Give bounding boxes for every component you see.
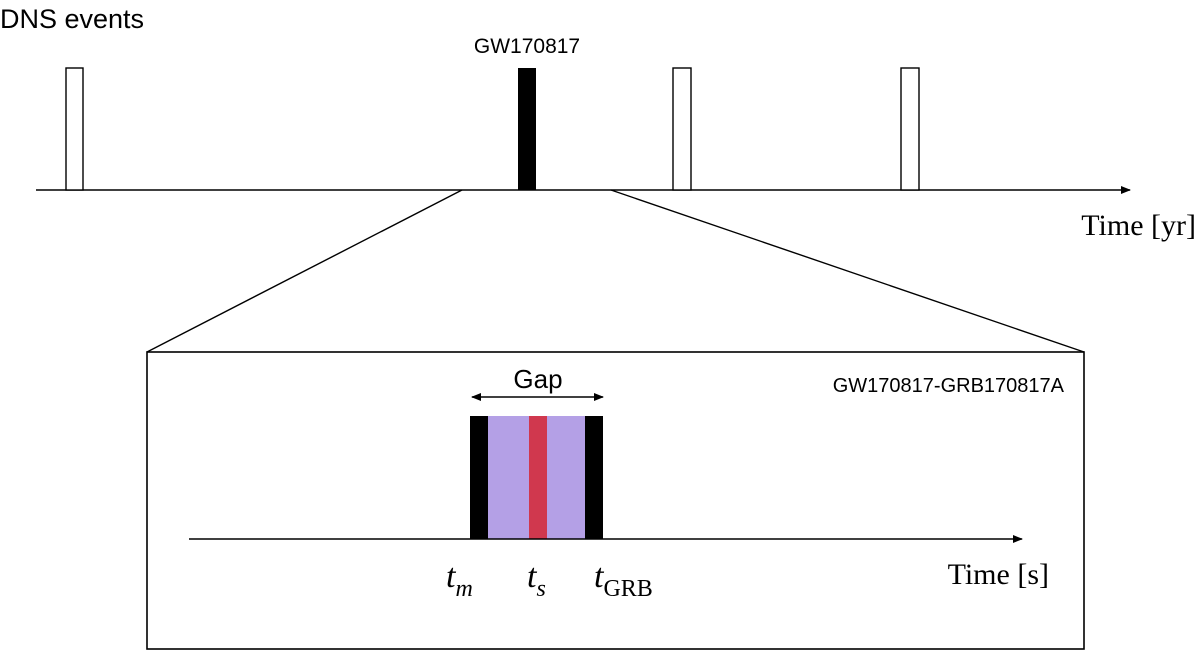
zoom-line-left (146, 189, 463, 353)
inset-title: GW170817-GRB170817A (833, 375, 1065, 397)
source-time-label: ts (527, 558, 546, 602)
top-axis-label: Time [yr] (1081, 209, 1196, 242)
diagram-title: DNS events (0, 4, 144, 34)
grb-bar (585, 416, 603, 539)
inset-box (146, 351, 1085, 650)
event-bar-1 (65, 67, 84, 191)
event-bar-3 (672, 67, 692, 191)
inset-axis-label: Time [s] (948, 558, 1049, 591)
merger-time-label: tm (446, 558, 473, 602)
grb-time-label: tGRB (594, 558, 653, 602)
event-bar-4 (900, 67, 920, 191)
event-bar-gw170817 (518, 68, 536, 190)
zoom-line-right (610, 189, 1085, 353)
gap-label: Gap (513, 364, 562, 394)
gw170817-label: GW170817 (474, 35, 580, 58)
merger-bar (470, 416, 488, 539)
source-bar (529, 416, 547, 539)
